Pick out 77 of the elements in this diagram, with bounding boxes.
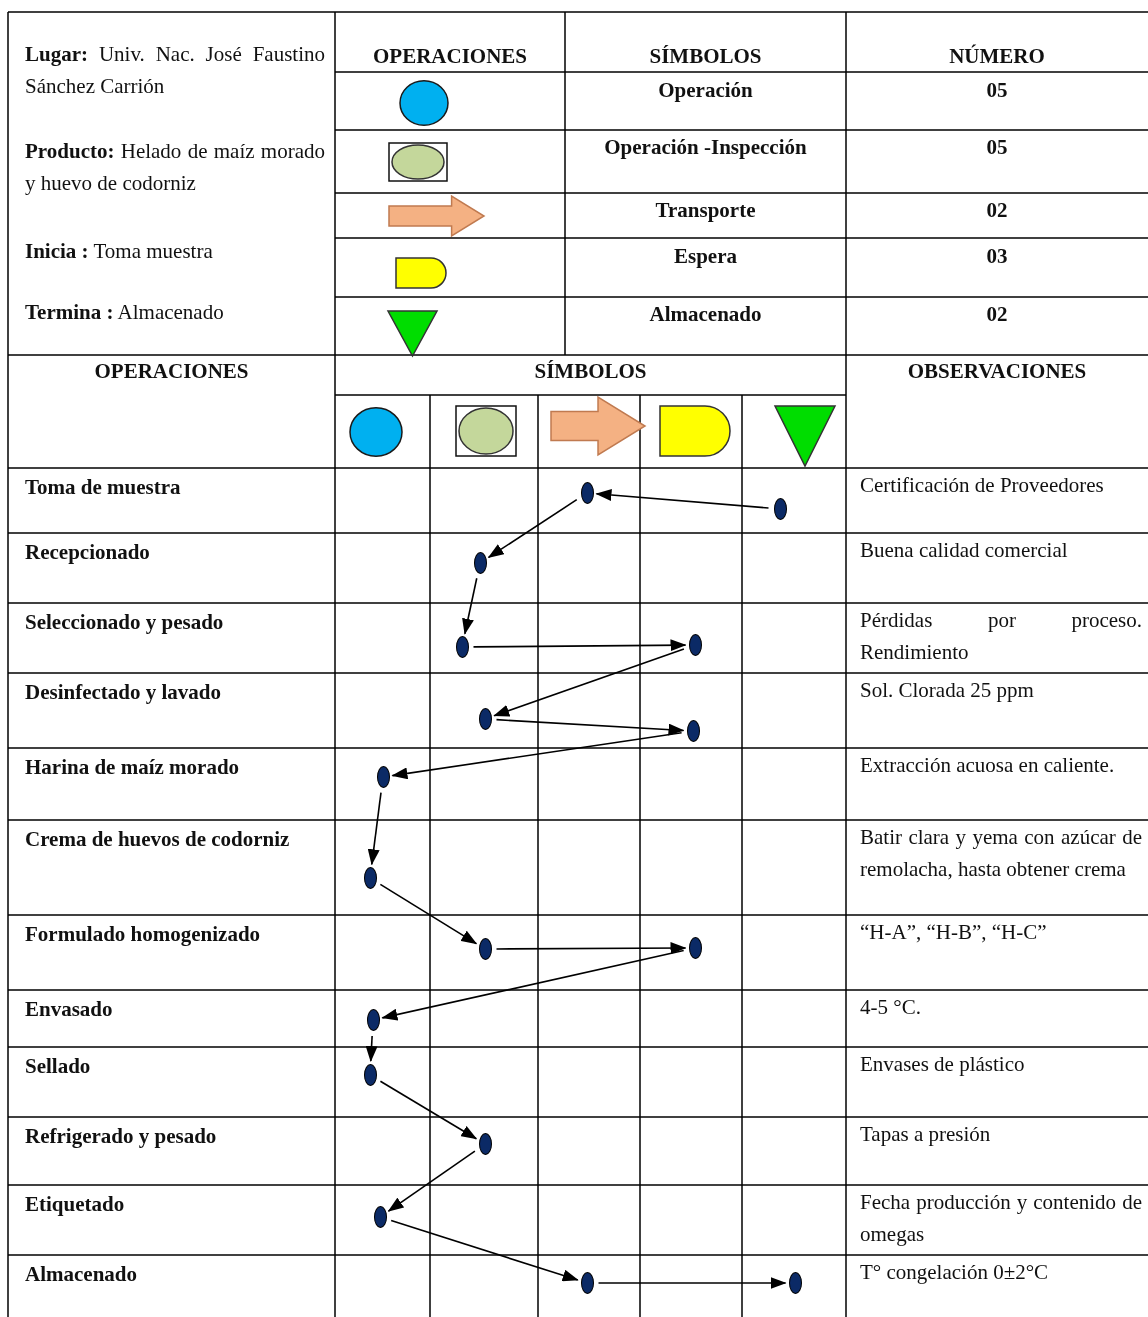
column-header: OPERACIONES bbox=[372, 43, 528, 70]
observation-text: Pérdidas por proceso. Rendimiento bbox=[860, 607, 1142, 666]
arrow bbox=[367, 791, 382, 866]
column-header: OPERACIONES bbox=[93, 358, 250, 385]
dot-marker bbox=[686, 720, 700, 742]
observation-text: Sol. Clorada 25 ppm bbox=[860, 677, 1035, 704]
observation-text: Certificación de Proveedores bbox=[860, 472, 1105, 499]
arrow bbox=[495, 942, 687, 955]
dot-marker bbox=[773, 498, 787, 520]
step-name: Harina de maíz morado bbox=[25, 754, 241, 781]
count-value: 02 bbox=[985, 301, 1009, 328]
observation-text: Envases de plástico bbox=[860, 1051, 1026, 1078]
arrow bbox=[487, 498, 578, 559]
step-name: Recepcionado bbox=[25, 539, 151, 566]
info-text: Inicia : Toma muestra bbox=[25, 238, 214, 265]
step-name: Crema de huevos de codorniz bbox=[25, 826, 291, 853]
dot-marker bbox=[478, 938, 492, 960]
dot-marker bbox=[478, 1133, 492, 1155]
observation-text: 4-5 °C. bbox=[860, 994, 922, 1021]
observation-text: Fecha producción y contenido de omegas bbox=[860, 1189, 1142, 1248]
step-name: Envasado bbox=[25, 996, 114, 1023]
arrow bbox=[379, 883, 478, 945]
step-name: Sellado bbox=[25, 1053, 92, 1080]
arrow bbox=[365, 1035, 378, 1063]
arrow bbox=[462, 577, 478, 635]
count-value: 02 bbox=[985, 197, 1009, 224]
dot-marker bbox=[478, 708, 492, 730]
symbol-name: Operación bbox=[657, 77, 754, 104]
observation-text: Buena calidad comercial bbox=[860, 537, 1069, 564]
dot-marker bbox=[373, 1206, 387, 1228]
dot-marker bbox=[455, 636, 469, 658]
observation-text: Batir clara y yema con azúcar de remolacha, hasta obtener crema bbox=[860, 824, 1142, 883]
step-name: Desinfectado y lavado bbox=[25, 679, 222, 706]
arrow bbox=[381, 949, 685, 1021]
column-header: SÍMBOLOS bbox=[533, 358, 648, 385]
info-text: Termina : Almacenado bbox=[25, 299, 225, 326]
symbol-name: Operación -Inspección bbox=[603, 134, 808, 161]
dot-marker bbox=[473, 552, 487, 574]
column-header: SÍMBOLOS bbox=[648, 43, 763, 70]
arrow bbox=[495, 718, 685, 736]
step-name: Etiquetado bbox=[25, 1191, 126, 1218]
dot-marker bbox=[788, 1272, 802, 1294]
symbol-name: Almacenado bbox=[648, 301, 763, 328]
dot-marker bbox=[376, 766, 390, 788]
arrow bbox=[472, 639, 687, 652]
arrow bbox=[379, 1080, 478, 1140]
count-value: 05 bbox=[985, 134, 1009, 161]
dot-marker bbox=[363, 1064, 377, 1086]
dot-marker bbox=[688, 937, 702, 959]
dot-marker bbox=[688, 634, 702, 656]
symbol-name: Transporte bbox=[654, 197, 757, 224]
info-text: Producto: Helado de maíz morado y huevo de codorniz bbox=[25, 138, 325, 197]
arrow bbox=[595, 489, 770, 509]
step-name: Formulado homogenizado bbox=[25, 921, 262, 948]
dot-marker bbox=[366, 1009, 380, 1031]
observation-text: “H-A”, “H-B”, “H-C” bbox=[860, 919, 1048, 946]
info-text: Lugar: Univ. Nac. José Faustino Sánchez Carrión bbox=[25, 41, 325, 100]
dot-marker bbox=[580, 1272, 594, 1294]
observation-text: Extracción acuosa en caliente. bbox=[860, 752, 1116, 779]
count-value: 05 bbox=[985, 77, 1009, 104]
arrow bbox=[391, 731, 683, 780]
step-name: Toma de muestra bbox=[25, 474, 182, 501]
arrow bbox=[493, 648, 685, 717]
column-header: NÚMERO bbox=[948, 43, 1046, 70]
arrow bbox=[597, 1277, 787, 1289]
observation-text: Tapas a presión bbox=[860, 1121, 992, 1148]
dot-marker bbox=[580, 482, 594, 504]
step-name: Seleccionado y pesado bbox=[25, 609, 225, 636]
symbol-name: Espera bbox=[673, 243, 738, 270]
arrow bbox=[387, 1150, 476, 1212]
count-value: 03 bbox=[985, 243, 1009, 270]
column-header: OBSERVACIONES bbox=[906, 358, 1088, 385]
step-name: Almacenado bbox=[25, 1261, 138, 1288]
arrow bbox=[390, 1219, 579, 1282]
step-name: Refrigerado y pesado bbox=[25, 1123, 218, 1150]
observation-text: T° congelación 0±2°C bbox=[860, 1259, 1050, 1286]
dot-marker bbox=[363, 867, 377, 889]
